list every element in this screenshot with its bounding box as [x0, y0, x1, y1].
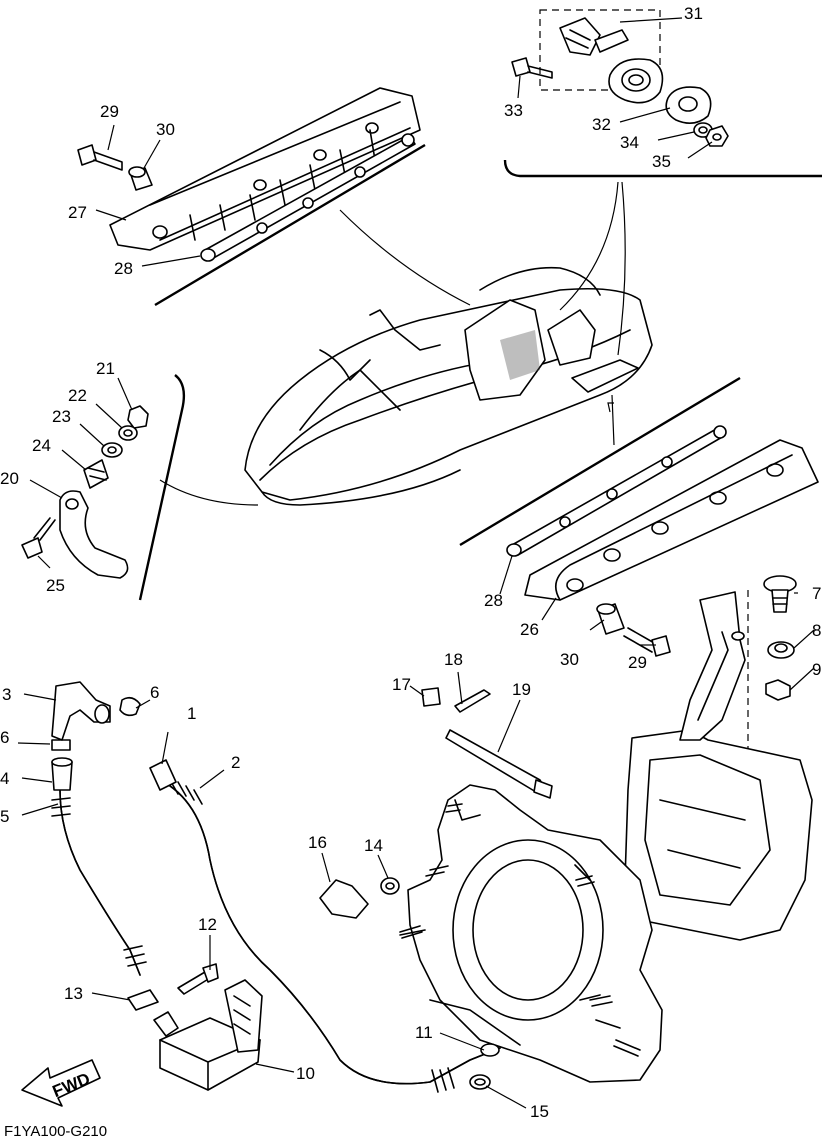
callout-30-lower: 30 [560, 650, 579, 669]
callout-29-upper: 29 [100, 102, 119, 121]
tow-hook-20 [59, 490, 129, 579]
clamp-14 [380, 877, 400, 895]
reference-leaders [159, 181, 626, 506]
stud-bolts [399, 803, 641, 1057]
callout-32: 32 [592, 115, 611, 134]
washer-8 [767, 641, 795, 659]
clip-16 [319, 879, 369, 919]
inset-frame-right [459, 376, 741, 547]
plug-7 [763, 575, 797, 613]
callout-31: 31 [684, 4, 703, 23]
callout-6-lower: 6 [0, 728, 9, 747]
bolt-33 [511, 57, 553, 79]
collar-30-right [596, 603, 625, 635]
collar-30-left [128, 166, 153, 191]
intake-base [399, 784, 663, 1083]
callout-28-upper: 28 [114, 259, 133, 278]
figure-code: F1YA100-G210 [4, 1123, 107, 1140]
callout-21: 21 [96, 359, 115, 378]
hose-5 [51, 789, 147, 976]
clamp-11 [480, 1043, 500, 1057]
bolt-25 [21, 517, 56, 559]
callout-3: 3 [2, 685, 11, 704]
nut-21 [127, 405, 149, 429]
callout-33: 33 [504, 101, 523, 120]
gasket-plate [608, 58, 664, 104]
washer-22 [118, 425, 138, 441]
clamp-6a [119, 696, 141, 717]
inset-frame-top-right [503, 9, 822, 178]
callout-30-upper: 30 [156, 120, 175, 139]
callout-19: 19 [512, 680, 531, 699]
pump-housing [624, 591, 813, 941]
callout-8: 8 [812, 621, 821, 640]
controller-box-10 [153, 979, 263, 1091]
callout-27: 27 [68, 203, 87, 222]
gasket-32 [665, 86, 712, 124]
callout-18: 18 [444, 650, 463, 669]
washer-23 [101, 442, 123, 458]
hose-2 [159, 779, 501, 1093]
callout-20: 20 [0, 469, 19, 488]
fwd-arrow-icon: FWD [21, 1059, 101, 1107]
callout-labels: 1 2 3 4 5 6 6 7 8 9 10 11 12 13 14 15 16… [0, 4, 821, 1121]
watercraft-body [244, 266, 653, 506]
callout-24: 24 [32, 436, 51, 455]
nut-9 [765, 679, 791, 701]
callout-6-upper: 6 [150, 683, 159, 702]
grommet-13 [127, 989, 159, 1011]
callout-26: 26 [520, 620, 539, 639]
callout-12: 12 [198, 915, 217, 934]
clamp-6b [51, 739, 71, 751]
rail-rod-28-right [506, 425, 727, 557]
callout-11: 11 [415, 1023, 433, 1042]
bolt-29-right [623, 627, 671, 657]
nut-35 [705, 125, 729, 147]
elbow-fitting-3 [51, 681, 111, 741]
callout-35: 35 [652, 152, 671, 171]
hose-4 [51, 757, 73, 791]
callout-23: 23 [52, 407, 71, 426]
stud-24 [83, 459, 109, 489]
bolt-29-left [77, 144, 123, 171]
callout-15: 15 [530, 1102, 549, 1121]
callout-16: 16 [308, 833, 327, 852]
rail-cover-27 [109, 87, 421, 251]
callout-4: 4 [0, 769, 9, 788]
hose-1 [149, 759, 177, 791]
callout-29-lower: 29 [628, 653, 647, 672]
callout-leaders [17, 17, 815, 1109]
rivet-18 [454, 689, 491, 713]
holder-17 [421, 687, 441, 707]
callout-13: 13 [64, 984, 83, 1003]
clamp-15 [469, 1074, 491, 1090]
seat-hatch-detail [464, 299, 639, 401]
callout-7: 7 [812, 584, 821, 603]
callout-2: 2 [231, 753, 240, 772]
rail-cover-26 [524, 439, 819, 601]
callout-34: 34 [620, 133, 639, 152]
callout-17: 17 [392, 675, 411, 694]
callout-22: 22 [68, 386, 87, 405]
inset-frame-top-left [154, 143, 426, 307]
inset-frame-left [138, 374, 186, 601]
callout-14: 14 [364, 836, 383, 855]
callout-28-lower: 28 [484, 591, 503, 610]
callout-25: 25 [46, 576, 65, 595]
screw-12 [177, 963, 219, 995]
outlet-fitting-assembly [559, 17, 629, 56]
rail-rod-28 [200, 133, 416, 262]
callout-10: 10 [296, 1064, 315, 1083]
cable-tie-19 [445, 729, 553, 799]
fwd-label: FWD [50, 1069, 93, 1101]
callout-1: 1 [187, 704, 196, 723]
callout-9: 9 [812, 660, 821, 679]
callout-5: 5 [0, 807, 9, 826]
